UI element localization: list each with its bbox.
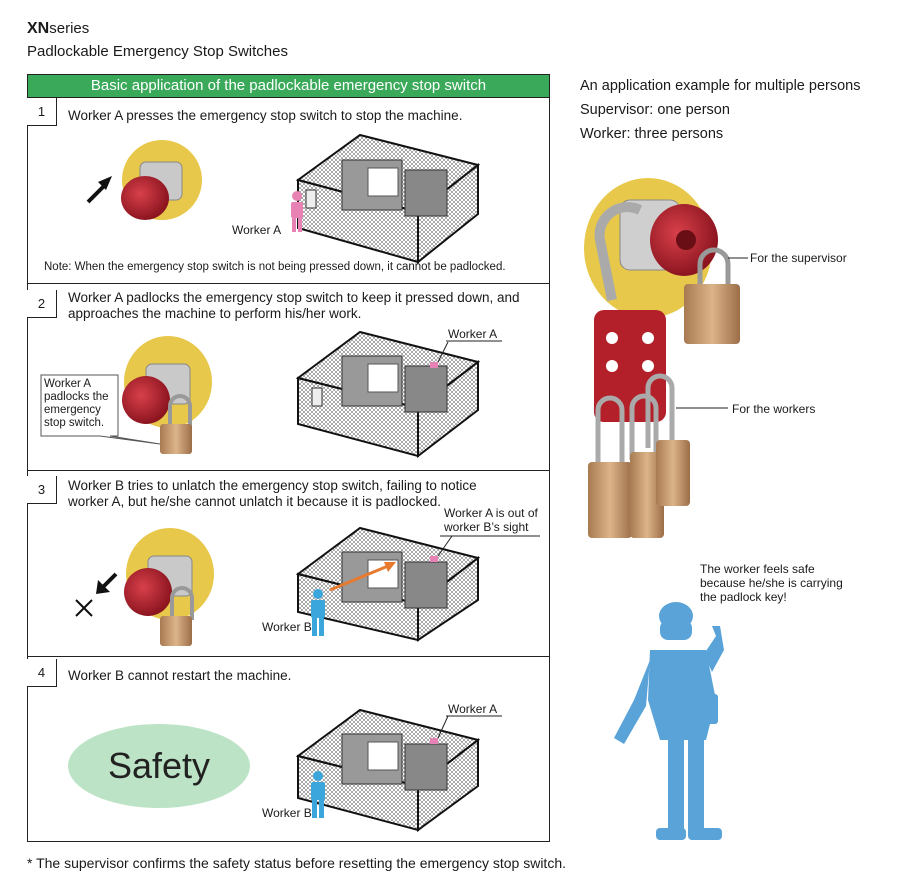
- worker-label: Worker A: [448, 327, 498, 341]
- application-title: An application example for multiple pers…: [580, 78, 861, 94]
- step-number: 4: [27, 659, 57, 687]
- step-number: 1: [27, 98, 57, 126]
- lockout-hasp-icon: [584, 178, 740, 422]
- step-number: 3: [27, 476, 57, 504]
- divider: [27, 283, 550, 284]
- worker-label: Worker B: [262, 620, 312, 634]
- worker-icon: [291, 191, 303, 232]
- worker-icon: [311, 589, 325, 636]
- table-title: Basic application of the padlockable eme…: [28, 75, 549, 97]
- steps-table: [27, 74, 550, 842]
- padlock-icon: [160, 586, 194, 646]
- page-subtitle: Padlockable Emergency Stop Switches: [27, 43, 288, 60]
- sight-label-line2: worker B’s sight: [444, 520, 529, 534]
- worker-label: Worker A: [232, 223, 282, 237]
- worker-caption: The worker feels safe because he/she is …: [700, 562, 843, 604]
- worker-icon: [614, 602, 724, 840]
- machine-enclosure-icon: [295, 708, 481, 832]
- step-2-text-line2: approaches the machine to perform his/he…: [68, 306, 362, 321]
- emergency-stop-icon: [121, 140, 202, 220]
- step-3-text-line2: worker A, but he/she cannot unlatch it b…: [68, 494, 441, 509]
- divider: [27, 656, 550, 657]
- supervisor-label: For the supervisor: [750, 251, 847, 265]
- sight-label-line1: Worker A is out of: [444, 506, 538, 520]
- machine-enclosure-icon: [295, 330, 481, 459]
- divider: [27, 470, 550, 471]
- worker-label: Worker B: [262, 806, 312, 820]
- machine-enclosure-icon: [295, 526, 481, 642]
- worker-count: Worker: three persons: [580, 126, 724, 142]
- workers-label: For the workers: [732, 402, 816, 416]
- step-4-text: Worker B cannot restart the machine.: [68, 668, 292, 683]
- callout-text: Worker A padlocks the emergency stop swi…: [44, 378, 109, 429]
- step-number: 2: [27, 290, 57, 318]
- step-2-text-line1: Worker A padlocks the emergency stop swi…: [68, 290, 520, 305]
- emergency-stop-icon: [122, 336, 212, 428]
- padlock-icon: [588, 373, 690, 538]
- series-title: XNseries: [27, 20, 90, 37]
- divider: [27, 97, 550, 98]
- worker-label: Worker A: [448, 702, 498, 716]
- step-1-text: Worker A presses the emergency stop swit…: [68, 108, 463, 123]
- emergency-stop-icon: [124, 528, 214, 620]
- arrow-icon: [96, 572, 118, 594]
- arrow-icon: [86, 176, 112, 204]
- supervisor-count: Supervisor: one person: [580, 102, 730, 118]
- cross-icon: [75, 599, 93, 617]
- footnote: * The supervisor confirms the safety sta…: [27, 855, 566, 871]
- callout-bubble: [40, 374, 161, 445]
- worker-icon: [311, 771, 325, 818]
- safety-badge: Safety: [68, 724, 250, 808]
- machine-enclosure-icon: [295, 133, 481, 265]
- step-1-note: Note: When the emergency stop switch is …: [44, 261, 506, 273]
- padlock-icon: [160, 394, 192, 454]
- step-3-text-line1: Worker B tries to unlatch the emergency …: [68, 478, 477, 493]
